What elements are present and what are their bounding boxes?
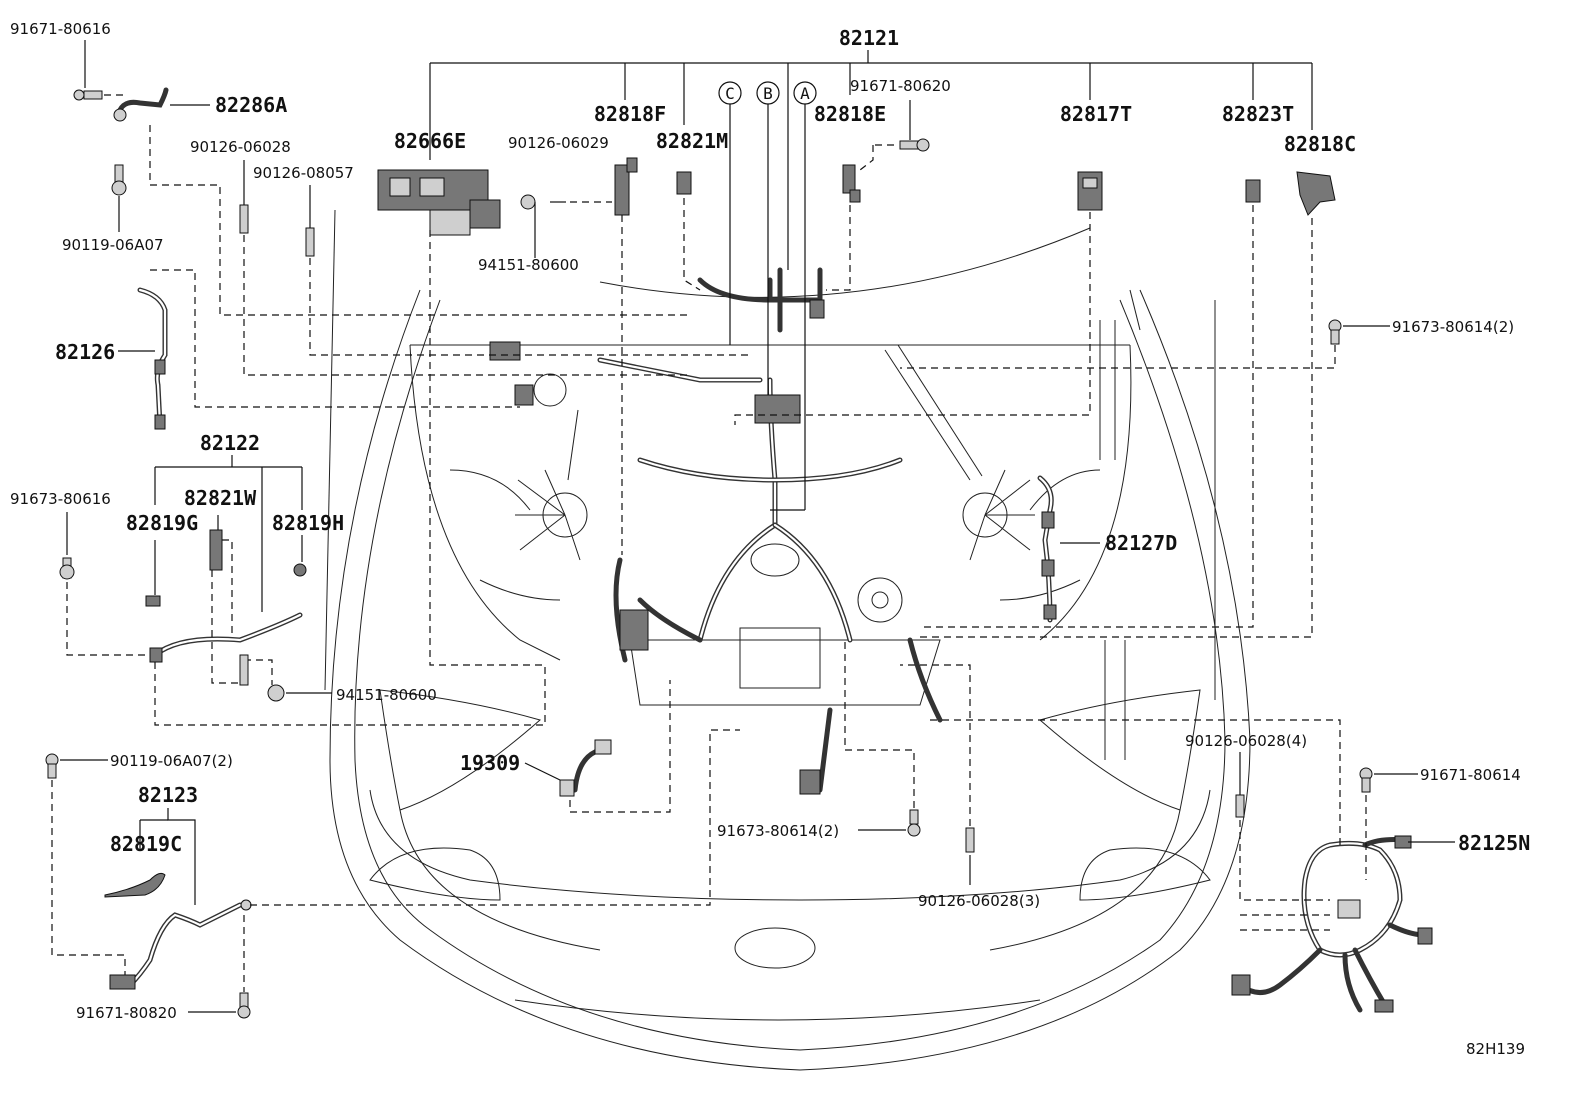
callout-b-label: B bbox=[763, 84, 773, 103]
callout-c-label: C bbox=[725, 84, 735, 103]
stud-90126-06028 bbox=[239, 204, 249, 234]
label-82821W: 82821W bbox=[184, 486, 257, 510]
bolt-91671-80616 bbox=[73, 89, 103, 101]
engine-components bbox=[515, 344, 1035, 706]
label-94151-80600-mid: 94151-80600 bbox=[336, 686, 437, 704]
label-82122: 82122 bbox=[200, 431, 260, 455]
bracket-82126 bbox=[137, 287, 168, 430]
label-82821M: 82821M bbox=[656, 129, 728, 153]
harness-82125N bbox=[930, 719, 1455, 1013]
label-82818C: 82818C bbox=[1284, 132, 1356, 156]
callout-circles: C B A bbox=[718, 81, 817, 511]
clip-94151-80600-mid bbox=[267, 684, 285, 702]
label-82127D: 82127D bbox=[1105, 531, 1177, 555]
label-90119-06A07-2: 90119-06A07(2) bbox=[110, 752, 233, 770]
label-82817T: 82817T bbox=[1060, 102, 1132, 126]
clip-82819H bbox=[293, 563, 307, 577]
bracket-82818C bbox=[1296, 171, 1336, 216]
diagram-code: 82H139 bbox=[1466, 1040, 1525, 1058]
bracket-82818F bbox=[614, 157, 638, 216]
part-19309 bbox=[524, 680, 671, 813]
bolt-90119-06A07 bbox=[111, 164, 127, 196]
label-91671-80616: 91671-80616 bbox=[10, 20, 111, 38]
bolt-91673-80614-2-right bbox=[900, 319, 1390, 369]
main-harness-82121 bbox=[489, 267, 943, 795]
sensor-82823T bbox=[1245, 179, 1261, 203]
label-94151-80600-top: 94151-80600 bbox=[478, 256, 579, 274]
label-91673-80614-2-mid: 91673-80614(2) bbox=[717, 822, 839, 840]
label-91673-80614-2-right: 91673-80614(2) bbox=[1392, 318, 1514, 336]
label-82121: 82121 bbox=[839, 26, 899, 50]
label-91671-80620: 91671-80620 bbox=[850, 77, 951, 95]
label-90126-06028: 90126-06028 bbox=[190, 138, 291, 156]
bracket-82127D bbox=[1037, 475, 1100, 623]
label-91671-80820: 91671-80820 bbox=[76, 1004, 177, 1022]
label-82123: 82123 bbox=[138, 783, 198, 807]
stud-90126-06028-4 bbox=[1235, 794, 1245, 818]
group-82122 bbox=[59, 455, 332, 702]
cover-82819C bbox=[104, 872, 166, 898]
bolt-90119-06A07-2 bbox=[45, 753, 59, 779]
label-82818E: 82818E bbox=[814, 102, 886, 126]
stud-90126-08057 bbox=[305, 227, 315, 257]
label-90126-06029: 90126-06029 bbox=[508, 134, 609, 152]
top-components bbox=[154, 100, 1336, 726]
bracket-82286A bbox=[117, 87, 169, 113]
relay-block-82666E bbox=[377, 169, 501, 236]
label-90126-06028-4: 90126-06028(4) bbox=[1185, 732, 1307, 750]
left-column-top bbox=[73, 40, 690, 430]
label-82286A: 82286A bbox=[215, 93, 287, 117]
mid-bottom-fasteners bbox=[844, 640, 975, 885]
stud-90126-06028-3 bbox=[965, 827, 975, 853]
connector-82821W bbox=[209, 529, 223, 571]
label-90126-08057: 90126-08057 bbox=[253, 164, 354, 182]
bolt-91671-80620 bbox=[899, 138, 930, 152]
label-82126: 82126 bbox=[55, 340, 115, 364]
connector-82817T bbox=[1077, 171, 1103, 211]
bolt-91671-80820 bbox=[237, 992, 251, 1019]
label-82125N: 82125N bbox=[1458, 831, 1530, 855]
label-19309: 19309 bbox=[460, 751, 520, 775]
label-82823T: 82823T bbox=[1222, 102, 1294, 126]
labels: 82121 82666E 82818F 82821M 82818E 82817T… bbox=[10, 20, 1530, 1058]
label-91671-80614: 91671-80614 bbox=[1420, 766, 1521, 784]
callout-a-label: A bbox=[800, 84, 810, 103]
label-90126-06028-3: 90126-06028(3) bbox=[918, 892, 1040, 910]
connector-82821M bbox=[676, 171, 692, 195]
vehicle-body-outline bbox=[324, 209, 1251, 1071]
bolt-91673-80616 bbox=[59, 557, 75, 580]
clip-82819G bbox=[145, 595, 161, 607]
label-82819G: 82819G bbox=[126, 511, 198, 535]
label-82818F: 82818F bbox=[594, 102, 666, 126]
bolt-91671-80614 bbox=[1359, 767, 1373, 793]
leader-82121 bbox=[429, 50, 1313, 270]
label-91673-80616: 91673-80616 bbox=[10, 490, 111, 508]
label-82666E: 82666E bbox=[394, 129, 466, 153]
clip-82818E bbox=[842, 164, 861, 203]
clip-94151-80600-top bbox=[520, 194, 536, 210]
label-82819C: 82819C bbox=[110, 832, 182, 856]
label-90119-06A07: 90119-06A07 bbox=[62, 236, 164, 254]
label-82819H: 82819H bbox=[272, 511, 344, 535]
group-82123 bbox=[45, 729, 740, 1019]
bolt-91673-80614-2-mid bbox=[907, 809, 921, 837]
